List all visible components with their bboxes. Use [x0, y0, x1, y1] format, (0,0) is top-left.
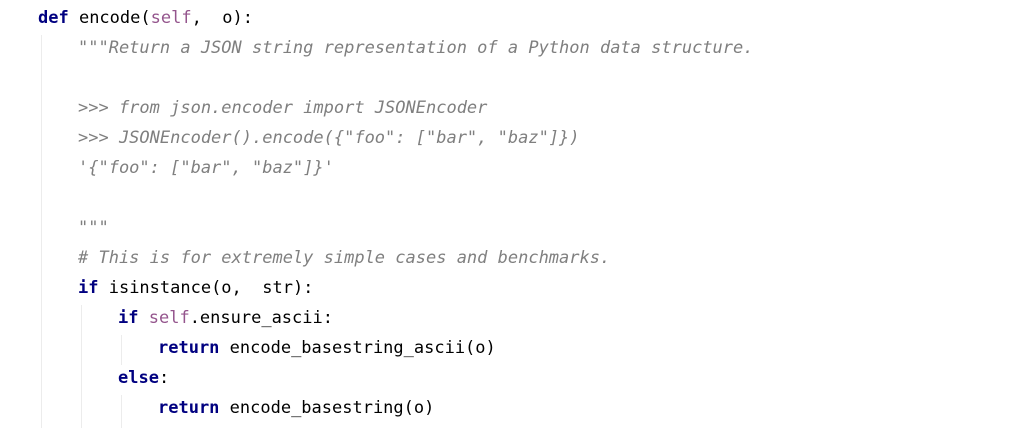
code-line[interactable]: >>> from json.encoder import JSONEncoder [78, 93, 487, 123]
code-token: return [158, 338, 220, 358]
code-token: encode_basestring_ascii(o) [219, 338, 496, 358]
indent-guide-2 [81, 305, 82, 428]
code-token: , o): [191, 8, 253, 28]
indent-guide-1 [41, 35, 42, 428]
code-token: def [38, 8, 69, 28]
code-line[interactable]: def encode(self, o): [38, 3, 253, 33]
code-token: """Return a JSON string representation o… [78, 38, 754, 58]
code-line[interactable]: """Return a JSON string representation o… [78, 33, 754, 63]
code-token: self [150, 8, 192, 28]
code-token: : [158, 368, 170, 388]
code-line[interactable]: >>> JSONEncoder().encode({"foo": ["bar",… [78, 123, 580, 153]
code-token: ( [140, 8, 151, 28]
code-line[interactable]: return encode_basestring_ascii(o) [158, 333, 496, 363]
code-line[interactable]: if isinstance(o, str): [78, 273, 313, 303]
code-token: .ensure_ascii: [189, 308, 333, 328]
code-token: self [148, 308, 190, 328]
code-line[interactable]: if self.ensure_ascii: [118, 303, 333, 333]
code-token: """ [78, 218, 109, 238]
code-token: encode_basestring(o) [219, 398, 435, 418]
code-token: if [78, 278, 99, 298]
code-token: >>> JSONEncoder().encode({"foo": ["bar",… [78, 128, 580, 148]
code-token: # This is for extremely simple cases and… [78, 248, 611, 268]
code-line[interactable]: # This is for extremely simple cases and… [78, 243, 610, 273]
code-line[interactable]: else: [118, 363, 169, 393]
code-token: isinstance(o, str): [98, 278, 314, 298]
indent-guide-4 [121, 395, 122, 428]
code-token: encode [68, 8, 141, 28]
code-line[interactable]: '{"foo": ["bar", "baz"]}' [78, 153, 334, 183]
code-line[interactable]: """ [78, 213, 109, 243]
indent-guide-3 [121, 335, 122, 365]
code-token: return [158, 398, 220, 418]
code-token: >>> from json.encoder import JSONEncoder [78, 98, 488, 118]
code-line[interactable]: return encode_basestring(o) [158, 393, 434, 423]
code-token: else [118, 368, 159, 388]
code-token: if [118, 308, 139, 328]
code-token: '{"foo": ["bar", "baz"]}' [78, 158, 334, 178]
code-token [138, 308, 148, 328]
